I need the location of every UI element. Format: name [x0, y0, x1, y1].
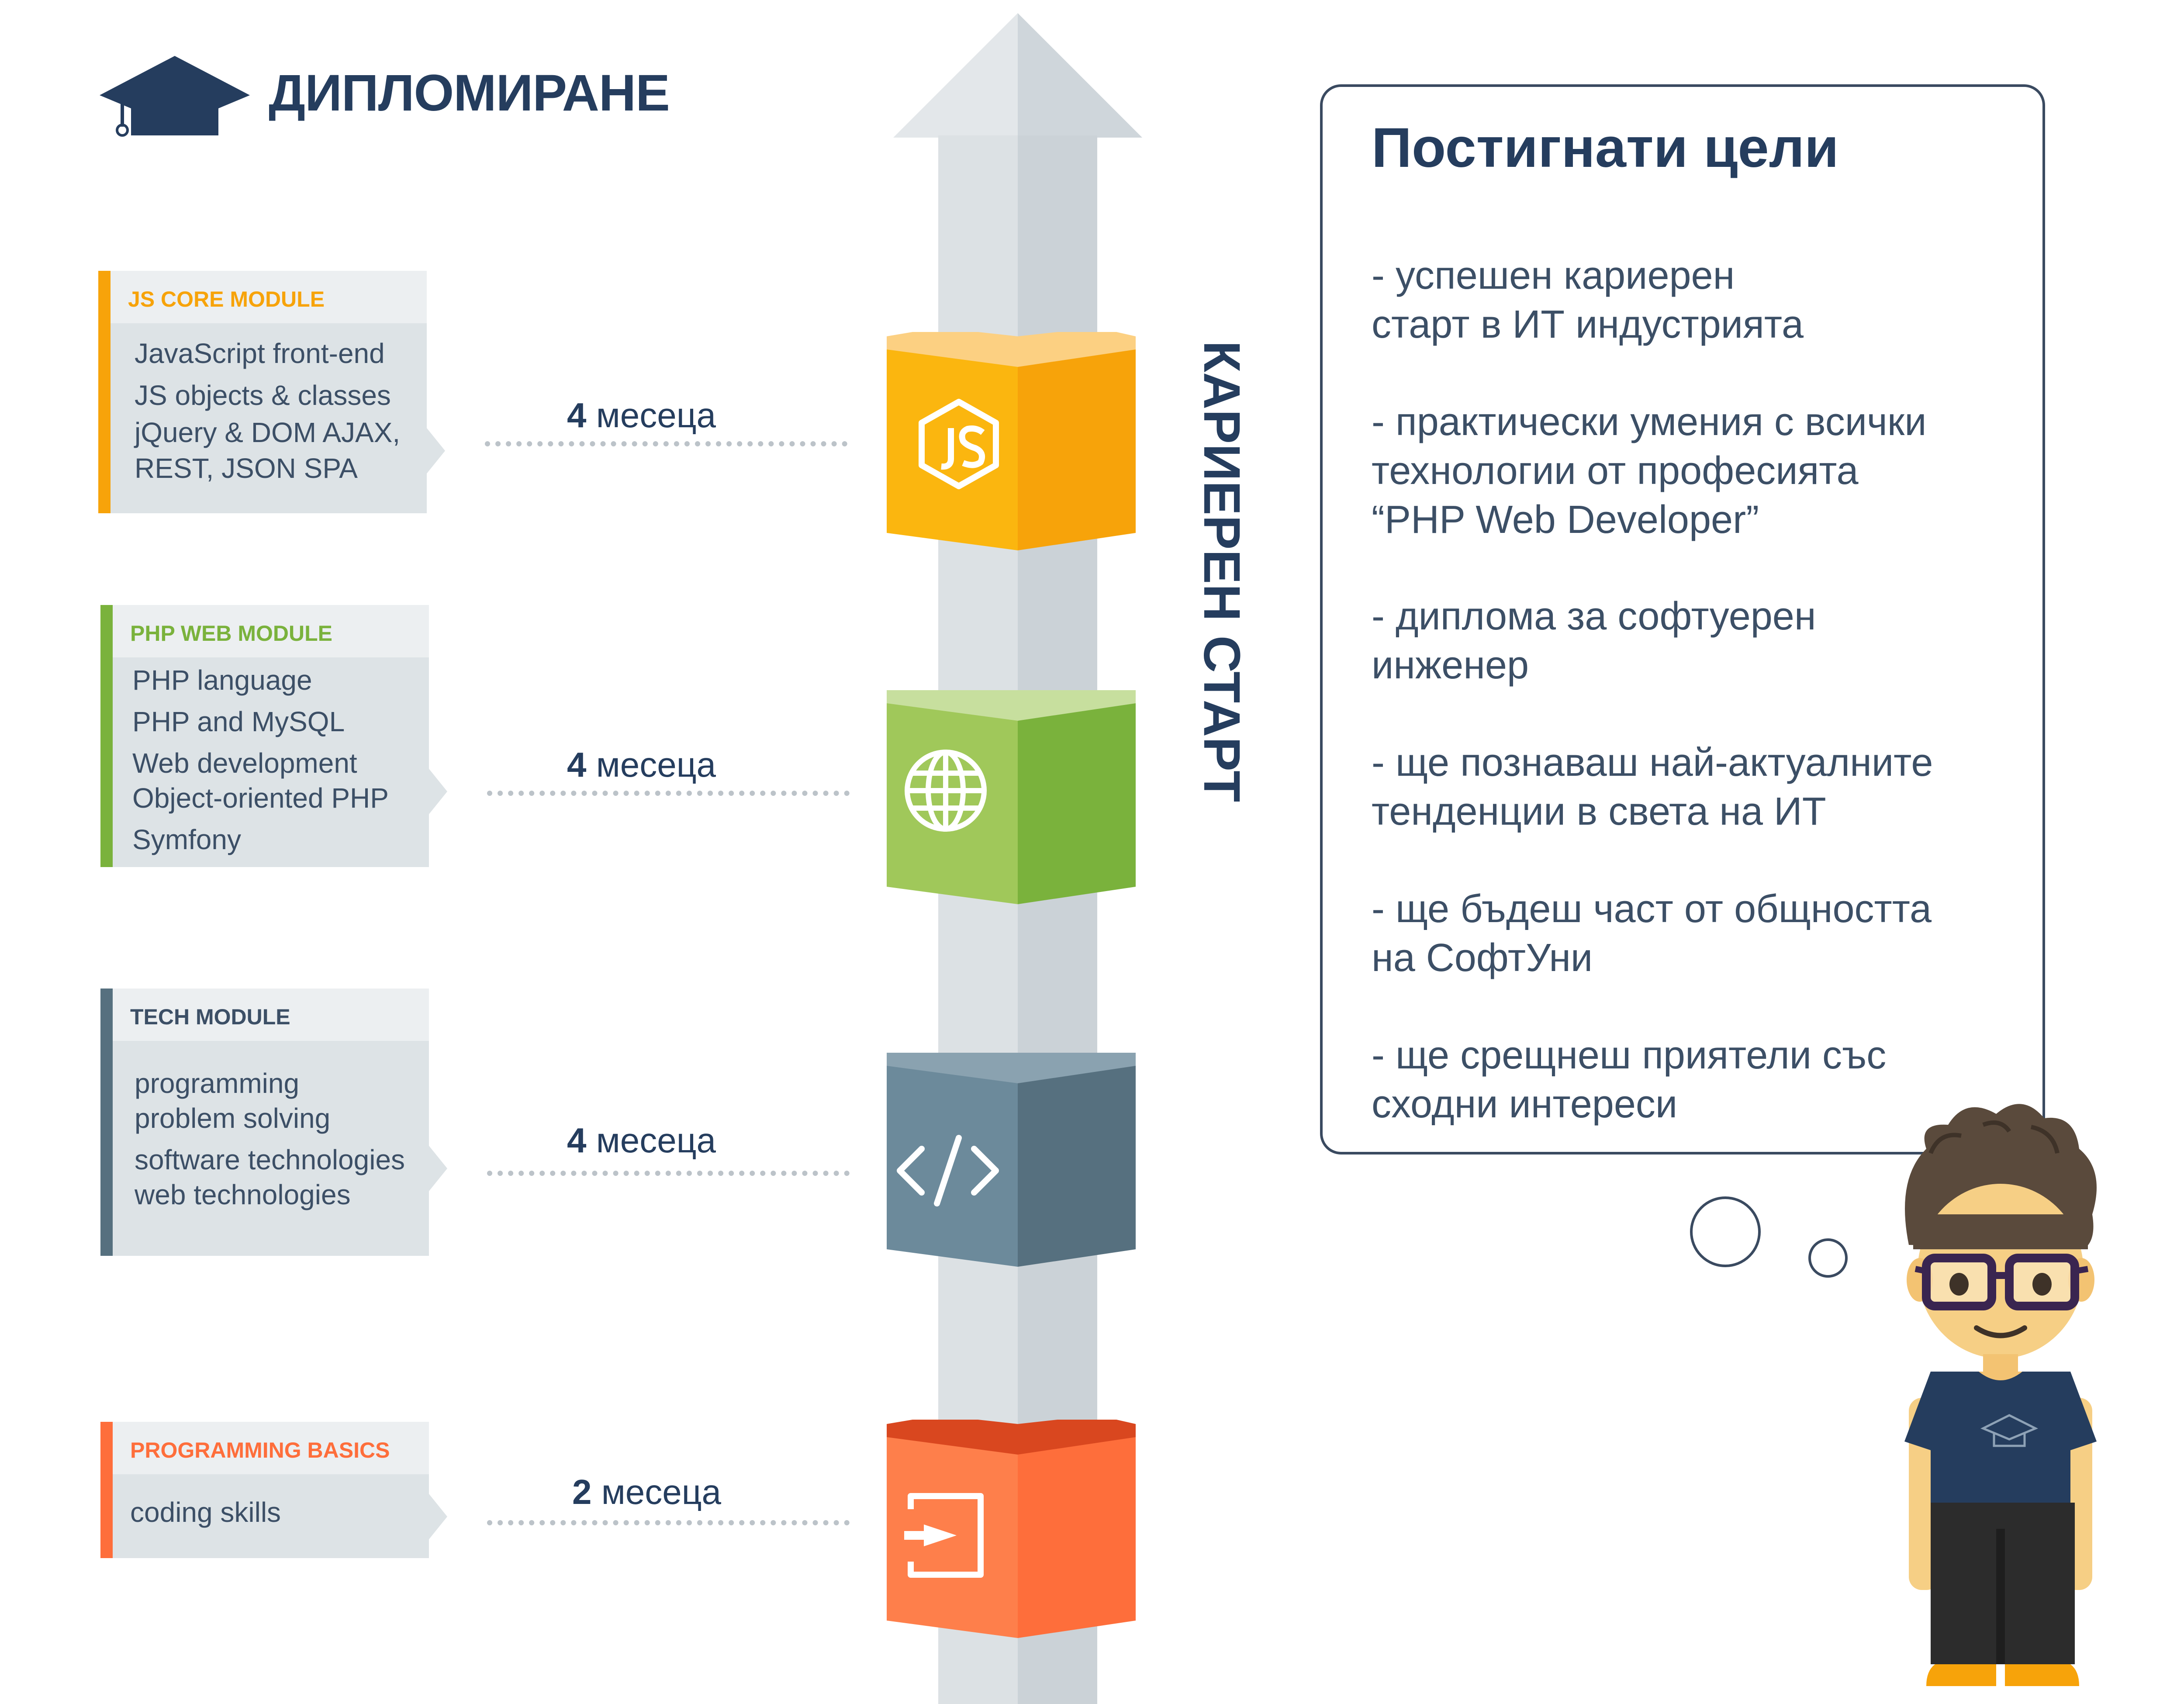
module-heading: TECH MODULE: [113, 989, 429, 1041]
module-color-bar: [100, 605, 113, 867]
duration-label-js: 4 месеца: [567, 396, 716, 435]
goals-title: Постигнати цели: [1372, 117, 1839, 179]
module-line: programming: [135, 1068, 300, 1099]
module-line: REST, JSON SPA: [135, 453, 358, 484]
goals-bubble: [1320, 84, 2045, 1154]
module-line: Object-oriented PHP: [132, 782, 389, 814]
tech-cube: [887, 1053, 1136, 1267]
thought-bubbles: [1690, 1196, 1848, 1278]
globe-icon: [905, 750, 987, 832]
module-color-bar: [100, 989, 113, 1256]
graduation-cap-icon: [100, 56, 250, 137]
module-heading: PHP WEB MODULE: [113, 605, 429, 657]
module-line: JavaScript front-end: [135, 338, 385, 369]
vertical-label-text: КАРИЕРЕН СТАРТ: [1193, 341, 1251, 802]
connector: [487, 1520, 850, 1525]
module-heading: JS CORE MODULE: [111, 271, 427, 323]
module-line: Web development: [132, 747, 357, 779]
vertical-label: КАРИЕРЕН СТАРТ: [1193, 341, 1251, 821]
module-heading: PROGRAMMING BASICS: [113, 1422, 429, 1474]
module-line: JS objects & classes: [135, 380, 391, 411]
module-card-tech: TECH MODULE programming problem solving …: [100, 989, 447, 1256]
module-card-basics: PROGRAMMING BASICS coding skills: [100, 1422, 447, 1558]
module-color-bar: [100, 1422, 113, 1558]
sign-in-icon: [904, 1493, 984, 1578]
module-body: coding skills: [113, 1474, 447, 1558]
module-line: jQuery & DOM AJAX,: [135, 417, 401, 448]
duration-label-basics: 2 месеца: [572, 1472, 722, 1511]
module-body: JavaScript front-end JS objects & classe…: [111, 323, 445, 513]
shirt-cap-icon: [1980, 1414, 2039, 1447]
code-icon: [897, 1135, 999, 1206]
module-line: PHP and MySQL: [132, 706, 345, 737]
module-line: PHP language: [132, 664, 312, 696]
student-character: [1904, 1104, 2097, 1686]
page-title: ДИПЛОМИРАНЕ: [269, 64, 670, 122]
nodejs-icon: [919, 399, 999, 489]
module-color-bar: [98, 271, 111, 513]
module-card-js: JS CORE MODULE JavaScript front-end JS o…: [98, 271, 445, 513]
module-line: coding skills: [130, 1497, 281, 1528]
duration-label-php: 4 месеца: [567, 745, 716, 784]
duration-label-tech: 4 месеца: [567, 1121, 716, 1160]
basics-cube: [887, 1420, 1136, 1638]
connector: [485, 441, 847, 446]
module-card-php: PHP WEB MODULE PHP language PHP and MySQ…: [100, 605, 447, 867]
module-body: programming problem solving software tec…: [113, 1041, 447, 1256]
connector: [487, 1171, 850, 1176]
connector: [487, 791, 850, 796]
module-line: software technologies: [135, 1144, 405, 1175]
php-cube: [887, 690, 1136, 904]
module-line: web technologies: [135, 1179, 351, 1210]
js-cube: [887, 332, 1136, 550]
module-body: PHP language PHP and MySQL Web developme…: [113, 657, 447, 867]
module-line: problem solving: [135, 1103, 331, 1134]
module-line: Symfony: [132, 824, 241, 855]
